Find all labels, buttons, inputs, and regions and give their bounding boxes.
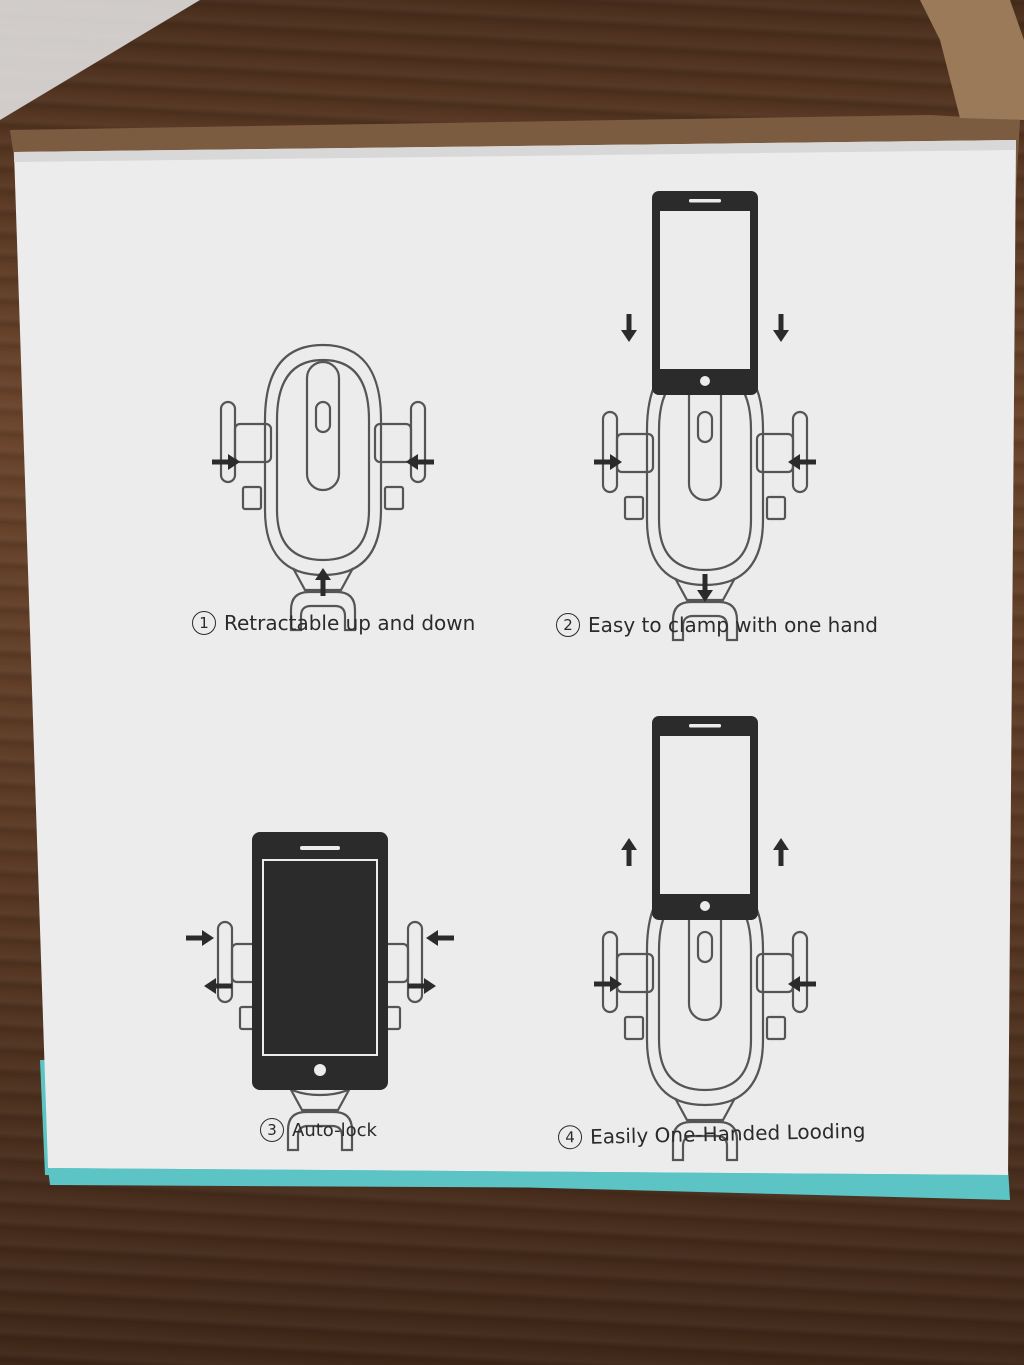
diagram-auto-lock — [186, 832, 454, 1152]
cardboard-flap — [920, 0, 1024, 120]
caption-text-3: Auto-lock — [292, 1119, 377, 1141]
teal-bottom-edge — [48, 1168, 1008, 1190]
caption-text-2: Easy to clamp with one hand — [588, 613, 878, 637]
caption-1: 1 Retractable up and down — [192, 611, 475, 635]
step-number-2: 2 — [556, 613, 580, 637]
step-number-1: 1 — [192, 611, 216, 635]
step-number-4: 4 — [557, 1124, 583, 1150]
box-face — [14, 140, 1016, 1175]
caption-2: 2 Easy to clamp with one hand — [556, 613, 878, 637]
step-number-3: 3 — [260, 1118, 284, 1142]
background-object — [0, 0, 200, 120]
caption-3: 3 Auto-lock — [260, 1118, 377, 1142]
caption-text-1: Retractable up and down — [224, 611, 476, 635]
